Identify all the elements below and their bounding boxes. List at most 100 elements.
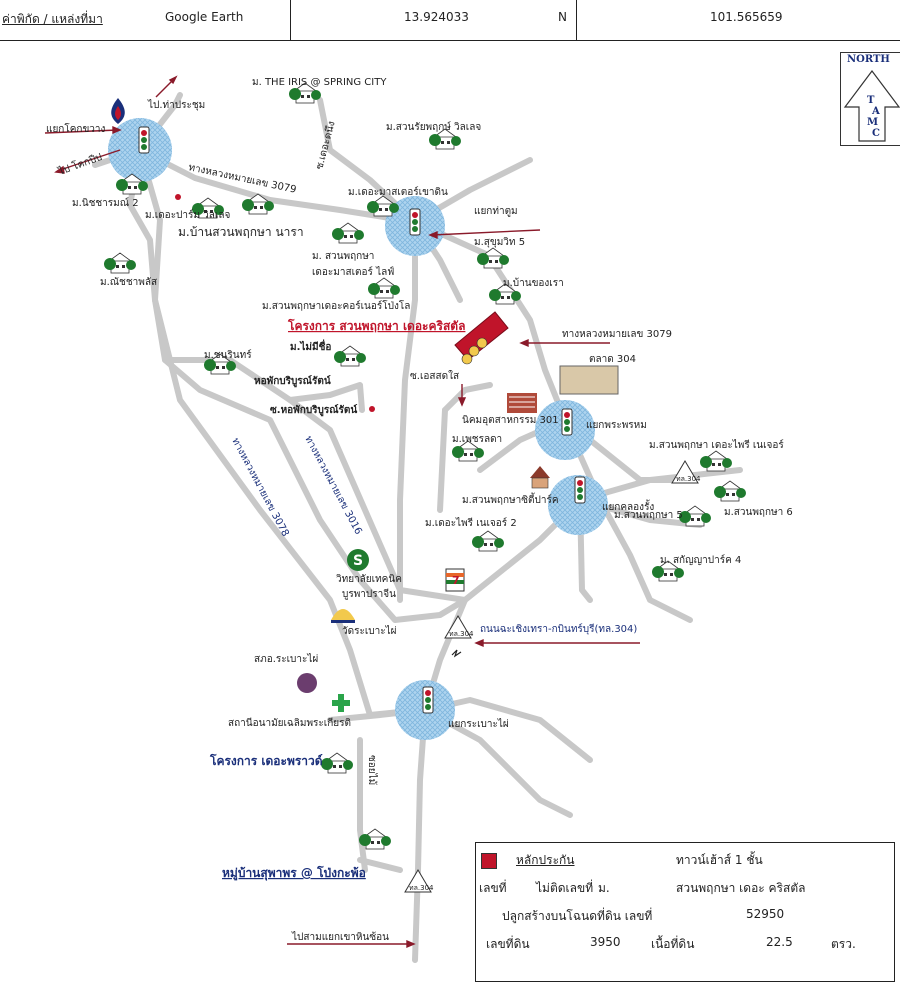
traffic-lights	[138, 126, 586, 714]
road-304-south	[412, 707, 428, 963]
land-no-value: 3950	[590, 935, 621, 949]
highway-304-marker: ทล.304	[444, 615, 474, 639]
label-ban-suan: ม.บ้านสวนพฤกษา นารา	[178, 225, 304, 239]
label-city-park: ม.สวนพฤกษาซิตี้ปาร์ค	[462, 492, 559, 506]
village-icon	[320, 752, 354, 774]
no-label: เลขที่	[479, 881, 507, 895]
road-nikhom	[442, 382, 493, 413]
project-plot-marker	[454, 311, 509, 365]
label-project2: โครงการ เดอะพราวด์	[209, 753, 323, 768]
label-pai-lam: ไปสามแยกเขาหินซ้อน	[291, 931, 389, 943]
label-master-life: เดอะมาสเตอร์ ไลฟ์	[312, 266, 394, 278]
label-road-3079-b: ทางหลวงหมายเลข 3079	[562, 329, 672, 340]
college-icon: S	[347, 549, 369, 571]
marker-dot	[369, 406, 375, 412]
coordinate-header: ค่าพิกัด / แหล่งที่มา Google Earth 13.92…	[0, 0, 900, 41]
land-no-label: เลขที่ดิน	[486, 937, 530, 951]
traffic-light-icon	[561, 408, 573, 436]
label-nat-cha: ม.ณัชชาพลัส	[100, 277, 157, 288]
label-sakunya: ม. สกัญญาปาร์ค 4	[660, 554, 741, 566]
label-yaek-rabo: แยกระเบาะไผ่	[448, 718, 509, 730]
label-khok-khwang: แยกโคกขวาง	[46, 122, 106, 135]
road-network	[92, 92, 743, 963]
road-dorm	[287, 382, 365, 413]
label-nature: ม.สวนพฤกษา เดอะไพรี เนเจอร์	[649, 439, 784, 451]
m-value: สวนพฤกษา เดอะ คริสตัล	[676, 881, 806, 895]
road-iris	[317, 97, 418, 225]
label-road-3078: ทางหลวงหมายเลข 3078	[229, 436, 290, 538]
market-photo	[559, 365, 619, 395]
label-tha-prachum: ไป.ท่าประชุม	[147, 99, 205, 111]
area-label: เนื้อที่ดิน	[651, 937, 695, 951]
label-master-khao-din: ม.เดอะมาสเตอร์เขาดิน	[348, 186, 448, 198]
longitude-value: 101.565659	[710, 10, 783, 24]
north-letter-t: T	[867, 95, 875, 106]
deed-value: 52950	[746, 907, 785, 921]
deed-label: ปลูกสร้างบนโฉนดที่ดิน เลขที่	[502, 909, 653, 923]
label-suan5: ม.สวนพฤกษา 5	[614, 510, 683, 521]
railway-icon	[451, 649, 462, 658]
industrial-building-icon	[507, 393, 537, 413]
label-ban-khong-rao: ม.บ้านของเรา	[503, 277, 564, 289]
label-nikhom: นิคมอุตสาหกรรม 301	[462, 415, 559, 426]
road-middle	[397, 219, 418, 603]
north-letter-m: M	[867, 117, 878, 128]
highway-304-label: ทล.304	[449, 630, 474, 638]
label-village: หมู่บ้านสุพาพร @ โป่งกะพ้อ	[222, 865, 366, 881]
north-arrow: NORTH T A M C	[840, 52, 900, 146]
village-icon	[331, 222, 365, 244]
latitude-value: 13.924033	[404, 10, 469, 24]
road-rabo-se	[422, 707, 573, 818]
label-project: โครงการ สวนพฤกษา เดอะคริสตัล	[287, 318, 465, 333]
village-icon	[471, 530, 505, 552]
temple-icon	[530, 466, 550, 489]
village-icon	[333, 345, 367, 367]
traffic-light-icon	[409, 208, 421, 236]
road-3078	[137, 147, 468, 623]
north-label: NORTH	[847, 54, 890, 65]
marker-dot	[175, 194, 181, 200]
road-3079	[137, 147, 693, 623]
highway-304-marker: ทล.304	[404, 869, 434, 893]
north-arrow-icon: T A M C	[843, 70, 900, 142]
label-road-304: ถนนฉะเชิงเทรา-กบินทร์บุรี(ทล.304)	[480, 623, 637, 635]
label-college1: วิทยาลัยเทคนิค	[336, 574, 402, 585]
highway-304-label: ทล.304	[409, 884, 434, 892]
junction-khlong	[548, 475, 608, 535]
label-phetch: ม.เพชรลดา	[452, 434, 502, 445]
label-suan6: ม.สวนพฤกษา 6	[724, 507, 793, 518]
label-health: สถานีอนามัยเฉลิมพระเกียรติ	[228, 717, 351, 729]
police-icon	[297, 673, 317, 693]
health-station-icon	[332, 694, 350, 712]
svg-text:7: 7	[452, 574, 460, 587]
fuel-station-icon	[111, 98, 125, 124]
collateral-info-box: หลักประกัน ทาวน์เฮ้าส์ 1 ชั้น เลขที่ ไม่…	[475, 842, 895, 982]
highway-304-marker: ทล.304	[671, 460, 701, 484]
label-corner: ม.สวนพฤกษาเดอะคอร์เนอร์โป่งโล	[262, 299, 410, 312]
label-khon-rin: ม.ชนรินทร์	[204, 349, 252, 361]
area-value: 22.5	[766, 935, 793, 949]
wat-icon	[331, 609, 355, 623]
label-mai-mi: ม.ไม่มีชื่อ	[290, 339, 331, 353]
label-suan-pruksa-master: ม. สวนพฤกษา	[312, 251, 374, 262]
source-label: ค่าพิกัด / แหล่งที่มา	[2, 12, 103, 26]
label-wat: วัดระเบาะไผ่	[342, 625, 397, 637]
label-yaek-tha-tum: แยกท่าตูม	[474, 206, 518, 217]
label-yaek-phra-phrom: แยกพระพรหม	[586, 420, 647, 431]
road-phet	[437, 407, 448, 513]
highway-304-label: ทล.304	[676, 475, 701, 483]
label-the-palm: ม.เดอะปาร์ม วิลเลจ	[145, 209, 230, 221]
traffic-light-icon	[574, 476, 586, 504]
collateral-value: ทาวน์เฮ้าส์ 1 ชั้น	[676, 853, 763, 867]
label-prairie2: ม.เดอะไพรี เนเจอร์ 2	[425, 517, 517, 529]
svg-text:S: S	[353, 553, 363, 569]
village-icon	[103, 252, 137, 274]
seven-eleven-icon: 7	[445, 568, 465, 592]
collateral-marker-icon	[481, 853, 497, 869]
m-label: ม.	[598, 881, 610, 895]
label-soi-doem: ซ.เดอะดนึง	[313, 120, 337, 171]
arrows	[44, 75, 640, 949]
label-yaek-khlong: แยกคลองรั้ง	[602, 499, 654, 513]
road-village	[357, 857, 403, 873]
